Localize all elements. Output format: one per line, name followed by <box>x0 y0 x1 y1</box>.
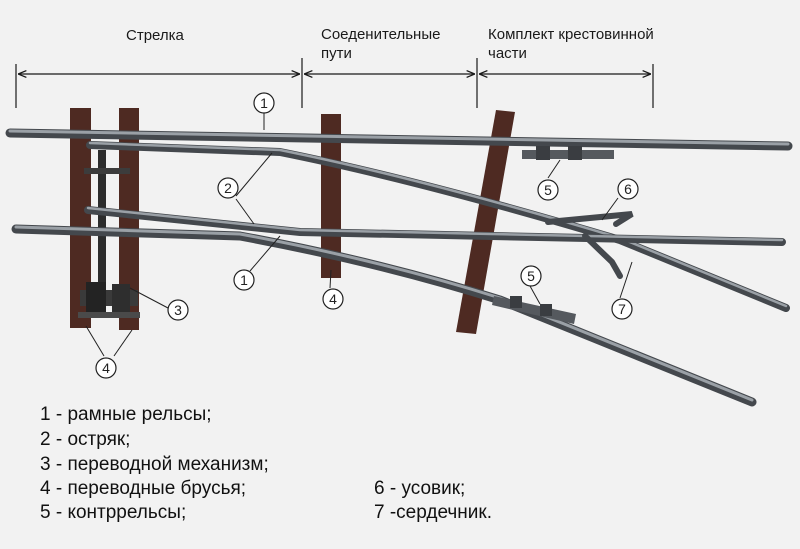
check-rails <box>492 146 614 324</box>
legend-item-2: 2 - остряк; <box>40 429 131 450</box>
legend-item-6: 6 - усовик; <box>374 478 466 499</box>
legend-item-5: 5 - контррельсы; <box>40 502 187 523</box>
sleeper-3 <box>321 114 341 278</box>
callouts: 1 2 2 1 3 4 4 5 6 5 7 <box>95 92 639 379</box>
callout-label: 1 <box>260 95 268 111</box>
legend-item-1: 1 - рамные рельсы; <box>40 404 212 425</box>
callout-label: 4 <box>329 291 337 307</box>
callout-label: 6 <box>624 181 632 197</box>
frog <box>582 233 623 279</box>
frame-rail-upper <box>5 128 793 151</box>
callout-label: 4 <box>102 360 110 376</box>
callout-5-lower: 5 <box>520 265 542 287</box>
callout-1-top: 1 <box>253 92 275 114</box>
sleeper-4 <box>456 110 515 334</box>
sleepers <box>70 108 515 334</box>
section-label-crossing: Комплект крестовинной части <box>488 26 654 62</box>
check-rail-lower <box>492 296 576 324</box>
frame-rail-lower <box>11 224 757 407</box>
sleeper-1 <box>70 108 91 328</box>
switch-mechanism <box>78 150 140 318</box>
callout-6: 6 <box>617 178 639 200</box>
rails <box>5 128 793 407</box>
legend-item-7: 7 -сердечник. <box>374 502 492 523</box>
callout-3: 3 <box>167 299 189 321</box>
callout-1-lower: 1 <box>233 269 255 291</box>
dimension-lines <box>15 58 654 108</box>
callout-4-left: 4 <box>95 357 117 379</box>
switch-blade-upper <box>86 141 790 312</box>
callout-2-left: 2 <box>217 177 239 199</box>
leader-lines <box>85 113 633 357</box>
wing-rail <box>545 211 634 227</box>
callout-label: 3 <box>174 302 182 318</box>
callout-5-upper: 5 <box>537 179 559 201</box>
callout-label: 5 <box>527 268 535 284</box>
legend-item-3: 3 - переводной механизм; <box>40 454 269 475</box>
callout-label: 1 <box>240 272 248 288</box>
callout-7: 7 <box>611 298 633 320</box>
callout-label: 5 <box>544 182 552 198</box>
switch-blade-lower <box>84 206 786 246</box>
callout-label: 7 <box>618 301 626 317</box>
section-label-switch: Стрелка <box>126 27 184 44</box>
callout-4-center: 4 <box>322 288 344 310</box>
legend-item-4: 4 - переводные брусья; <box>40 478 247 499</box>
callout-label: 2 <box>224 180 232 196</box>
sleeper-2 <box>119 108 139 330</box>
section-label-connecting: Соеденительные пути <box>321 26 441 62</box>
